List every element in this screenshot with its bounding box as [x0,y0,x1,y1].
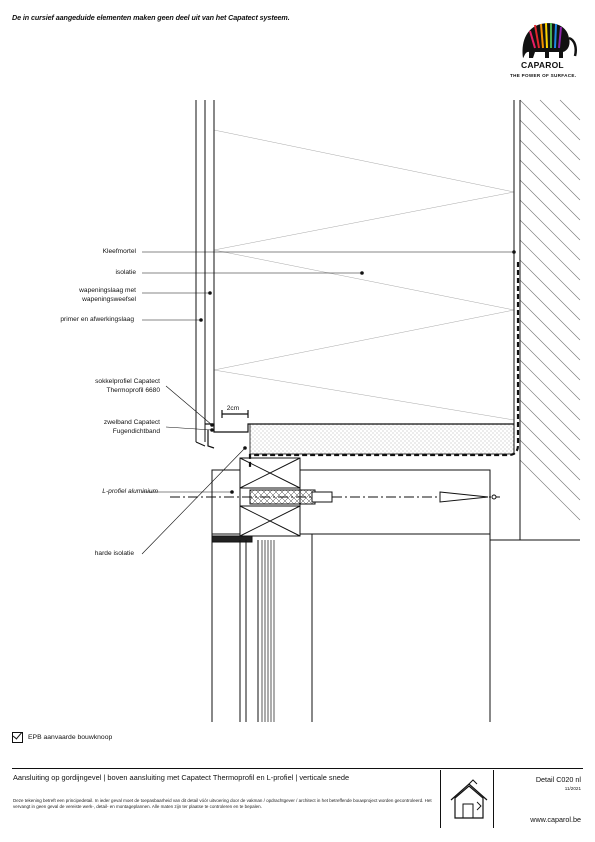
epb-badge: EPB aanvaarde bouwknoop [12,732,112,743]
website-link[interactable]: www.caparol.be [530,815,581,824]
elephant-logo-icon [522,22,577,58]
leader-lines [141,250,516,555]
brand-tagline: THE POWER OF SURFACE. [510,73,577,78]
dimension-label: 2cm [226,405,240,412]
detail-code: Detail C020 nl [535,775,581,784]
label-wapeningslaag: wapeningslaag met wapeningsweefsel [79,287,136,303]
insulation-board [213,129,515,421]
wall-outlines [195,100,521,540]
brand-name: CAPAROL [521,60,564,70]
label-kleefmortel: Kleefmortel [102,248,136,255]
epb-label: EPB aanvaarde bouwknoop [28,734,113,741]
screw-fasteners [311,491,497,503]
label-l-profiel: L-profiel aluminium [102,488,158,495]
system-note: De in cursief aangeduide elementen maken… [12,13,290,22]
footer-divider [493,770,494,828]
checkbox-checked-icon [12,732,23,743]
detail-date: 11/2021 [564,786,581,791]
label-sokkelprofiel: sokkelprofiel Capatect Thermoprofil 6680 [95,378,160,394]
label-harde-isolatie: harde isolatie [94,550,134,557]
footer-divider [440,770,441,828]
label-primer: primer en afwerkingslaag [60,316,134,323]
house-insulation-icon [450,779,488,819]
footer-disclaimer: Deze tekening betreft een principedetail… [13,798,432,810]
footer-title: Aansluiting op gordijngevel | boven aans… [13,773,350,782]
wall-hatching [519,99,581,521]
label-zwelband: zwelband Capatect Fugendichtband [103,419,160,435]
hard-insulation-strip [249,423,515,455]
label-isolatie: isolatie [115,269,136,276]
curtain-wall-profile [170,457,580,722]
glass-pane [261,540,275,722]
footer-panel [12,768,583,833]
